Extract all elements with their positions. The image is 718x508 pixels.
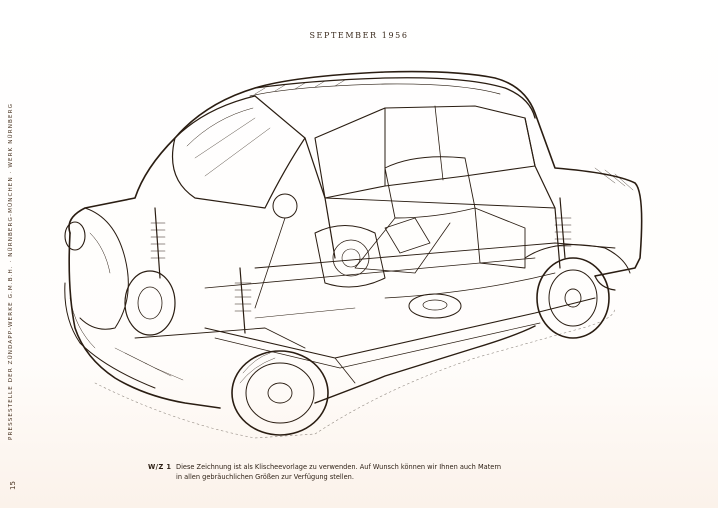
page-number: 15 — [9, 481, 17, 490]
car-cutaway-illustration — [64, 70, 643, 439]
side-credit: PRESSESTELLE DER ZÜNDAPP-WERKE G.M.B.H. … — [8, 102, 14, 440]
caption-code: W/Z 1 — [148, 463, 172, 471]
header-date: SEPTEMBER 1956 — [309, 31, 409, 40]
caption-line-2: in allen gebräuchlichen Größen zur Verfü… — [176, 473, 354, 481]
caption-line-1: Diese Zeichnung ist als Klischeevorlage … — [176, 463, 502, 471]
